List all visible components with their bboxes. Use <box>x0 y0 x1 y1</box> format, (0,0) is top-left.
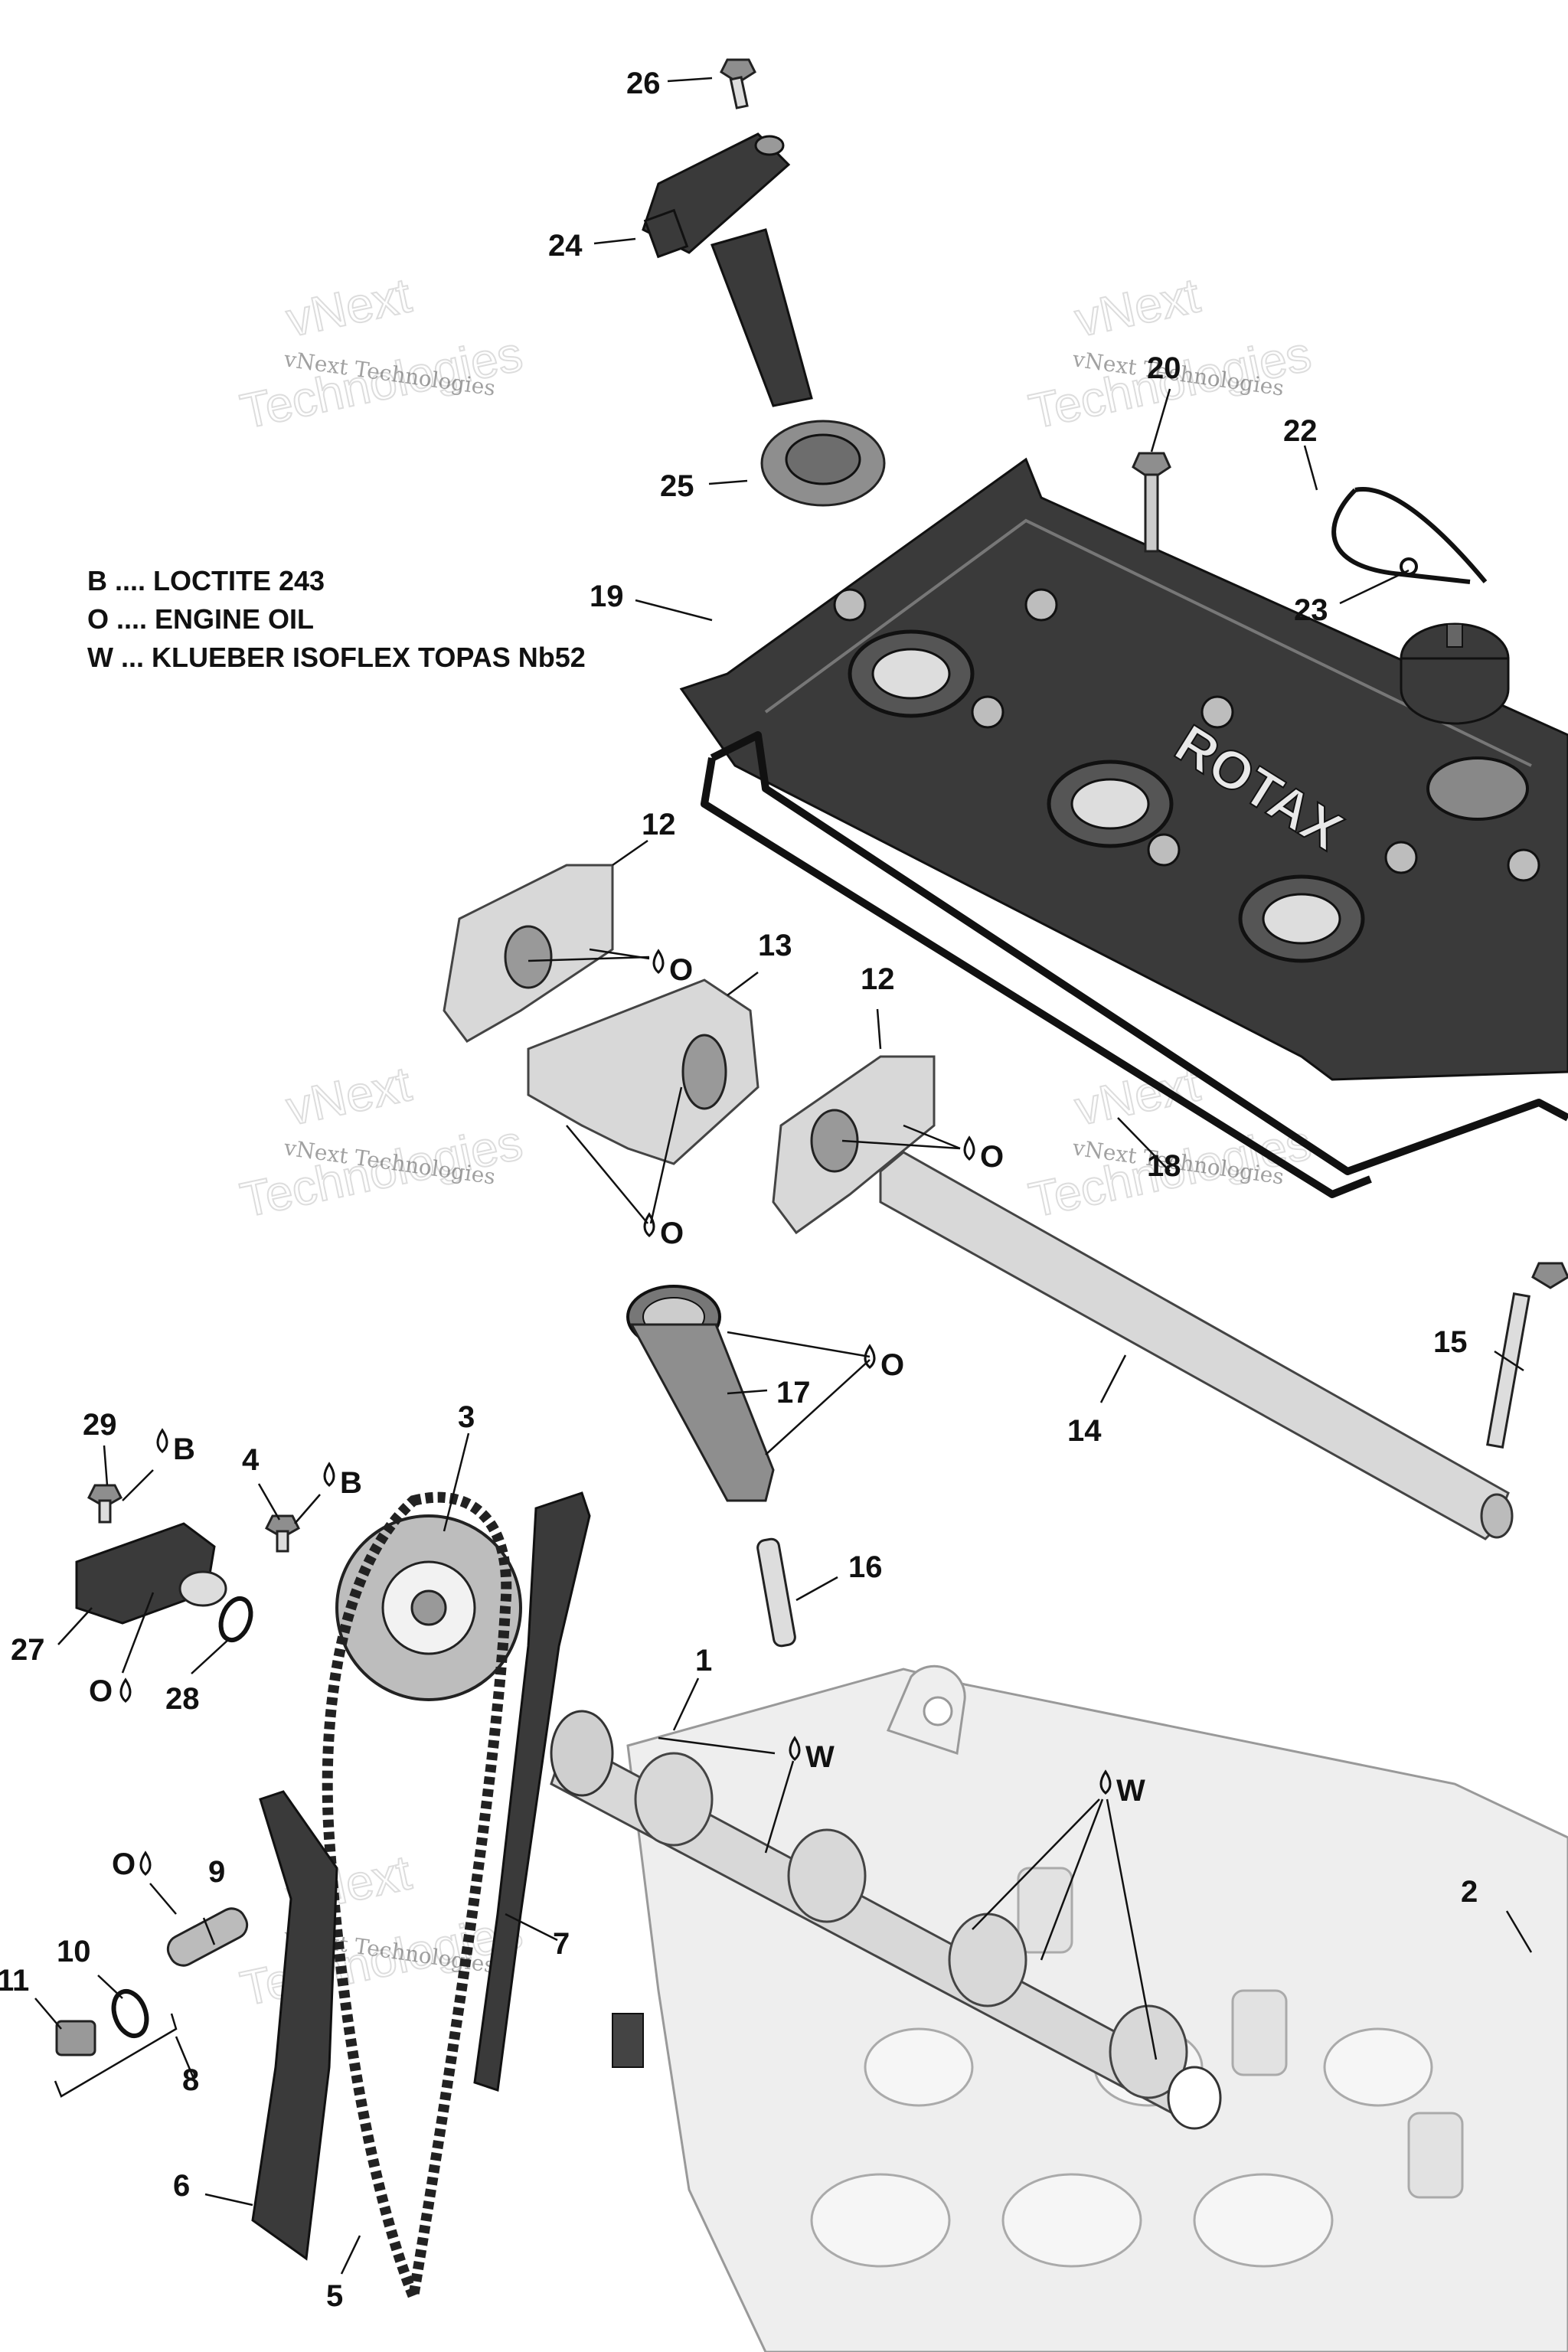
svg-text:B: B <box>340 1466 362 1500</box>
cam-sprocket <box>335 1514 522 1701</box>
callout-4: 4 <box>242 1443 260 1477</box>
callout-1: 1 <box>695 1644 712 1677</box>
guide-screw <box>265 1514 300 1553</box>
timing-chain <box>322 1491 512 2317</box>
callout-5: 5 <box>326 2279 343 2313</box>
camshaft-position-sensor <box>75 1522 227 1625</box>
callout-13: 13 <box>758 929 792 962</box>
cap-retaining-strap <box>1331 487 1488 584</box>
callout-12-right: 12 <box>861 962 895 996</box>
legend-engine-oil: O .... ENGINE OIL <box>87 603 315 635</box>
valve-cover: ROTAX <box>679 457 1568 1081</box>
oil-mark: O <box>643 1212 684 1250</box>
grease-mark: W <box>789 1736 835 1774</box>
callout-19: 19 <box>590 580 624 613</box>
leader-lines <box>34 77 1533 2275</box>
callout-10: 10 <box>57 1935 91 1968</box>
loctite-mark: B <box>156 1428 195 1466</box>
svg-text:W: W <box>1116 1774 1145 1808</box>
tensioner-gasket <box>111 1988 149 2039</box>
callout-25: 25 <box>660 469 694 503</box>
callout-15: 15 <box>1433 1325 1468 1359</box>
oil-mark: O <box>963 1135 1004 1174</box>
valve-springs <box>1017 1867 1464 2199</box>
chain-tensioner-guide <box>251 1790 338 2261</box>
tensioner-assembly-bracket <box>54 2013 178 2098</box>
watermark-vnext: vNext <box>282 267 416 347</box>
callout-2: 2 <box>1461 1875 1478 1909</box>
rocker-arm-center <box>527 978 760 1165</box>
long-bolt <box>1486 1262 1568 1449</box>
grease-mark: W <box>1099 1769 1145 1808</box>
tensioner-plug <box>55 2020 96 2056</box>
legend-loctite: B .... LOCTITE 243 <box>87 565 325 596</box>
callout-20: 20 <box>1147 351 1181 385</box>
legend-klueber: W ... KLUEBER ISOFLEX TOPAS Nb52 <box>87 642 586 673</box>
camshaft <box>550 1710 1222 2130</box>
sensor-o-ring <box>218 1596 253 1643</box>
oil-mark: O <box>652 949 693 987</box>
svg-text:B: B <box>173 1432 195 1466</box>
callout-numbers: 26 24 25 19 20 22 23 18 12 13 12 14 15 1… <box>0 67 1478 2313</box>
sensor-plug <box>612 2013 644 2068</box>
watermark-vnext: vNext <box>282 1056 416 1135</box>
coil-screw <box>720 58 756 109</box>
callout-27: 27 <box>11 1633 45 1667</box>
callout-16: 16 <box>848 1550 883 1584</box>
callout-9: 9 <box>208 1855 225 1889</box>
oil-mark: O <box>864 1344 904 1382</box>
chain-fixed-guide <box>473 1491 591 2092</box>
callout-23: 23 <box>1294 593 1328 627</box>
oil-mark: O <box>89 1674 132 1708</box>
cylinder-head <box>612 1664 1568 2352</box>
callout-14: 14 <box>1067 1414 1102 1448</box>
callout-28: 28 <box>165 1682 200 1716</box>
rocker-shaft <box>879 1151 1514 1540</box>
callout-22: 22 <box>1283 414 1318 448</box>
svg-text:O: O <box>89 1674 113 1708</box>
svg-text:O: O <box>660 1217 684 1250</box>
cover-bolt <box>1132 452 1171 553</box>
spark-plug <box>756 1537 796 1648</box>
oil-mark: O <box>112 1847 152 1881</box>
callout-29: 29 <box>83 1408 117 1442</box>
callout-7: 7 <box>553 1927 570 1961</box>
callout-17: 17 <box>776 1376 811 1410</box>
rocker-arm-left <box>443 864 614 1043</box>
lubricant-marks: O O O O O O B B W W <box>89 949 1145 1881</box>
watermark-vnext: vNext <box>1070 267 1204 347</box>
svg-text:O: O <box>980 1140 1004 1174</box>
spark-plug-tube <box>626 1285 775 1502</box>
callout-26: 26 <box>626 67 661 100</box>
loctite-mark: B <box>323 1462 362 1500</box>
svg-text:O: O <box>669 953 693 987</box>
callout-6: 6 <box>173 2169 190 2203</box>
svg-text:W: W <box>805 1740 835 1774</box>
svg-text:O: O <box>112 1847 136 1881</box>
sensor-screw <box>87 1484 122 1524</box>
rocker-arm-right <box>772 1055 936 1235</box>
callout-8: 8 <box>182 2063 199 2097</box>
callout-18: 18 <box>1147 1149 1181 1183</box>
tensioner-plunger <box>166 1907 249 1967</box>
oil-filler-cap <box>1400 622 1510 725</box>
callout-12-left: 12 <box>642 808 676 841</box>
callout-24: 24 <box>548 229 583 263</box>
coil-boot-seal <box>760 420 886 507</box>
valve-cover-gasket <box>701 731 1568 1198</box>
ignition-coil <box>642 132 813 407</box>
strap-ring <box>1400 557 1418 576</box>
callout-3: 3 <box>458 1400 475 1434</box>
svg-text:O: O <box>880 1348 904 1382</box>
callout-11: 11 <box>0 1964 29 1998</box>
